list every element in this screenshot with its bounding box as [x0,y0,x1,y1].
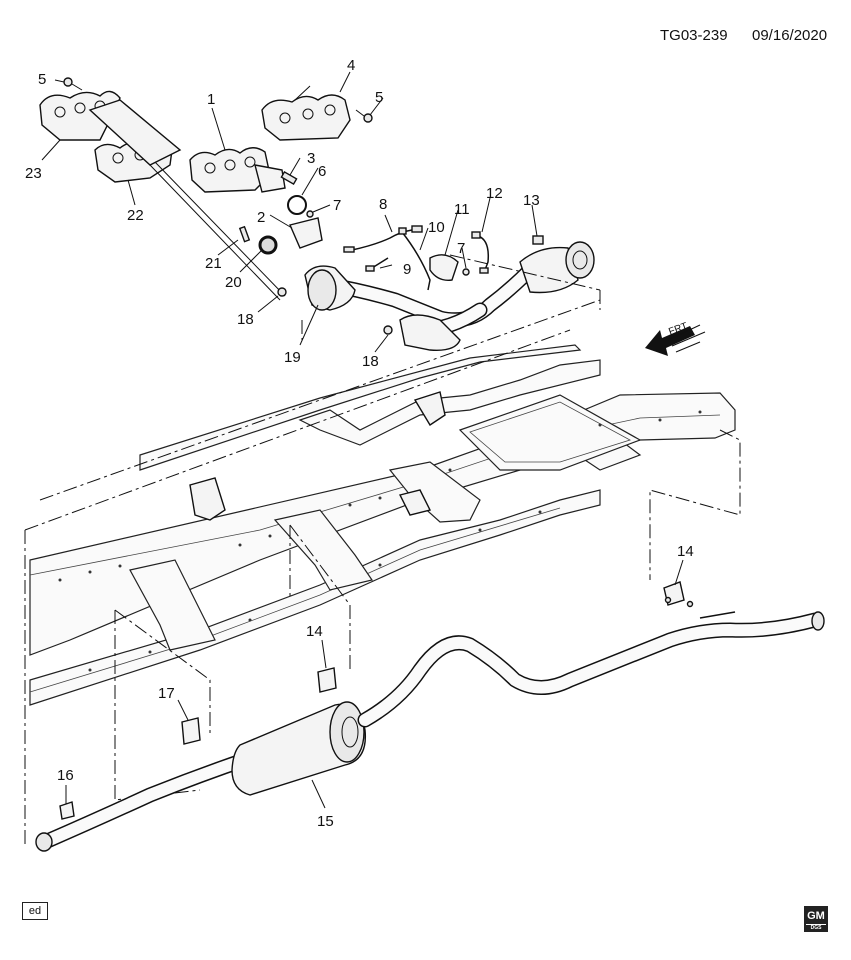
callout-18-right: 18 [362,353,379,370]
callout-5-right: 5 [375,89,383,106]
gm-logo-text: GM [807,910,825,922]
callout-22: 22 [127,207,144,224]
seal-ring-6 [287,195,307,215]
bolt-5-right [355,109,373,123]
callout-19: 19 [284,349,301,366]
bolt-5-left [63,77,83,91]
callout-23: 23 [25,165,42,182]
callout-17: 17 [158,685,175,702]
callout-1: 1 [207,91,215,108]
callout-11: 11 [454,201,470,218]
nut-7-right [462,268,470,276]
oxygen-sensor-9 [365,257,389,272]
ed-badge: ed [22,902,48,920]
gm-logo-subtext: DGS [806,924,826,931]
callouts: 1 2 3 4 5 5 6 7 7 8 9 10 11 12 13 14 14 … [25,57,694,830]
callout-7-right: 7 [457,240,465,257]
heat-shield-2 [289,217,323,249]
callout-9: 9 [403,261,411,278]
muffler-15 [231,701,367,796]
tailpipe-rear [357,611,825,728]
callout-8: 8 [379,196,387,213]
callout-18-left: 18 [237,311,254,328]
exhaust-manifold-left [39,90,121,141]
clamp-16 [59,801,75,820]
exhaust-manifold-right-gasket [261,94,351,141]
callout-16: 16 [57,767,74,784]
vehicle-frame [29,344,736,706]
diagram-date: 09/16/2020 [752,27,827,44]
callout-4: 4 [347,57,355,74]
callout-5-left: 5 [38,71,46,88]
stud-21 [238,225,251,243]
callout-21: 21 [205,255,222,272]
leader-lines [41,71,684,809]
hanger-14-front [317,667,337,693]
forward-arrow-icon: FRT [645,321,706,356]
callout-14-front: 14 [306,623,323,640]
seal-ring-20 [258,235,278,255]
callout-20: 20 [225,274,242,291]
nut-18-right [383,325,393,335]
oxygen-sensor-8 [343,225,423,253]
nut-7 [306,210,314,218]
bolt-13 [532,235,544,245]
callout-2: 2 [257,209,265,226]
callout-6: 6 [318,163,326,180]
exhaust-manifold-left-gasket [88,99,182,183]
oxygen-sensor-10 [398,227,431,291]
hanger-14-rear [663,581,694,608]
exhaust-manifold-right [189,147,286,193]
catalytic-converter-assembly [304,241,595,351]
callout-15: 15 [317,813,334,830]
nut-18-left [277,287,287,297]
oxygen-sensor-12 [471,231,490,274]
hanger-17 [181,717,201,745]
exhaust-pipe-front [35,750,258,852]
gm-logo-icon: GM DGS [804,906,828,932]
callout-12: 12 [486,185,503,202]
stud-3 [280,170,298,186]
callout-10: 10 [428,219,445,236]
frame-outline [24,329,741,845]
callout-13: 13 [523,192,540,209]
callout-14-rear: 14 [677,543,694,560]
heat-shield-11 [429,254,459,281]
callout-3: 3 [307,150,315,167]
callout-7-left: 7 [333,197,341,214]
diagram-code: TG03-239 [660,27,728,44]
